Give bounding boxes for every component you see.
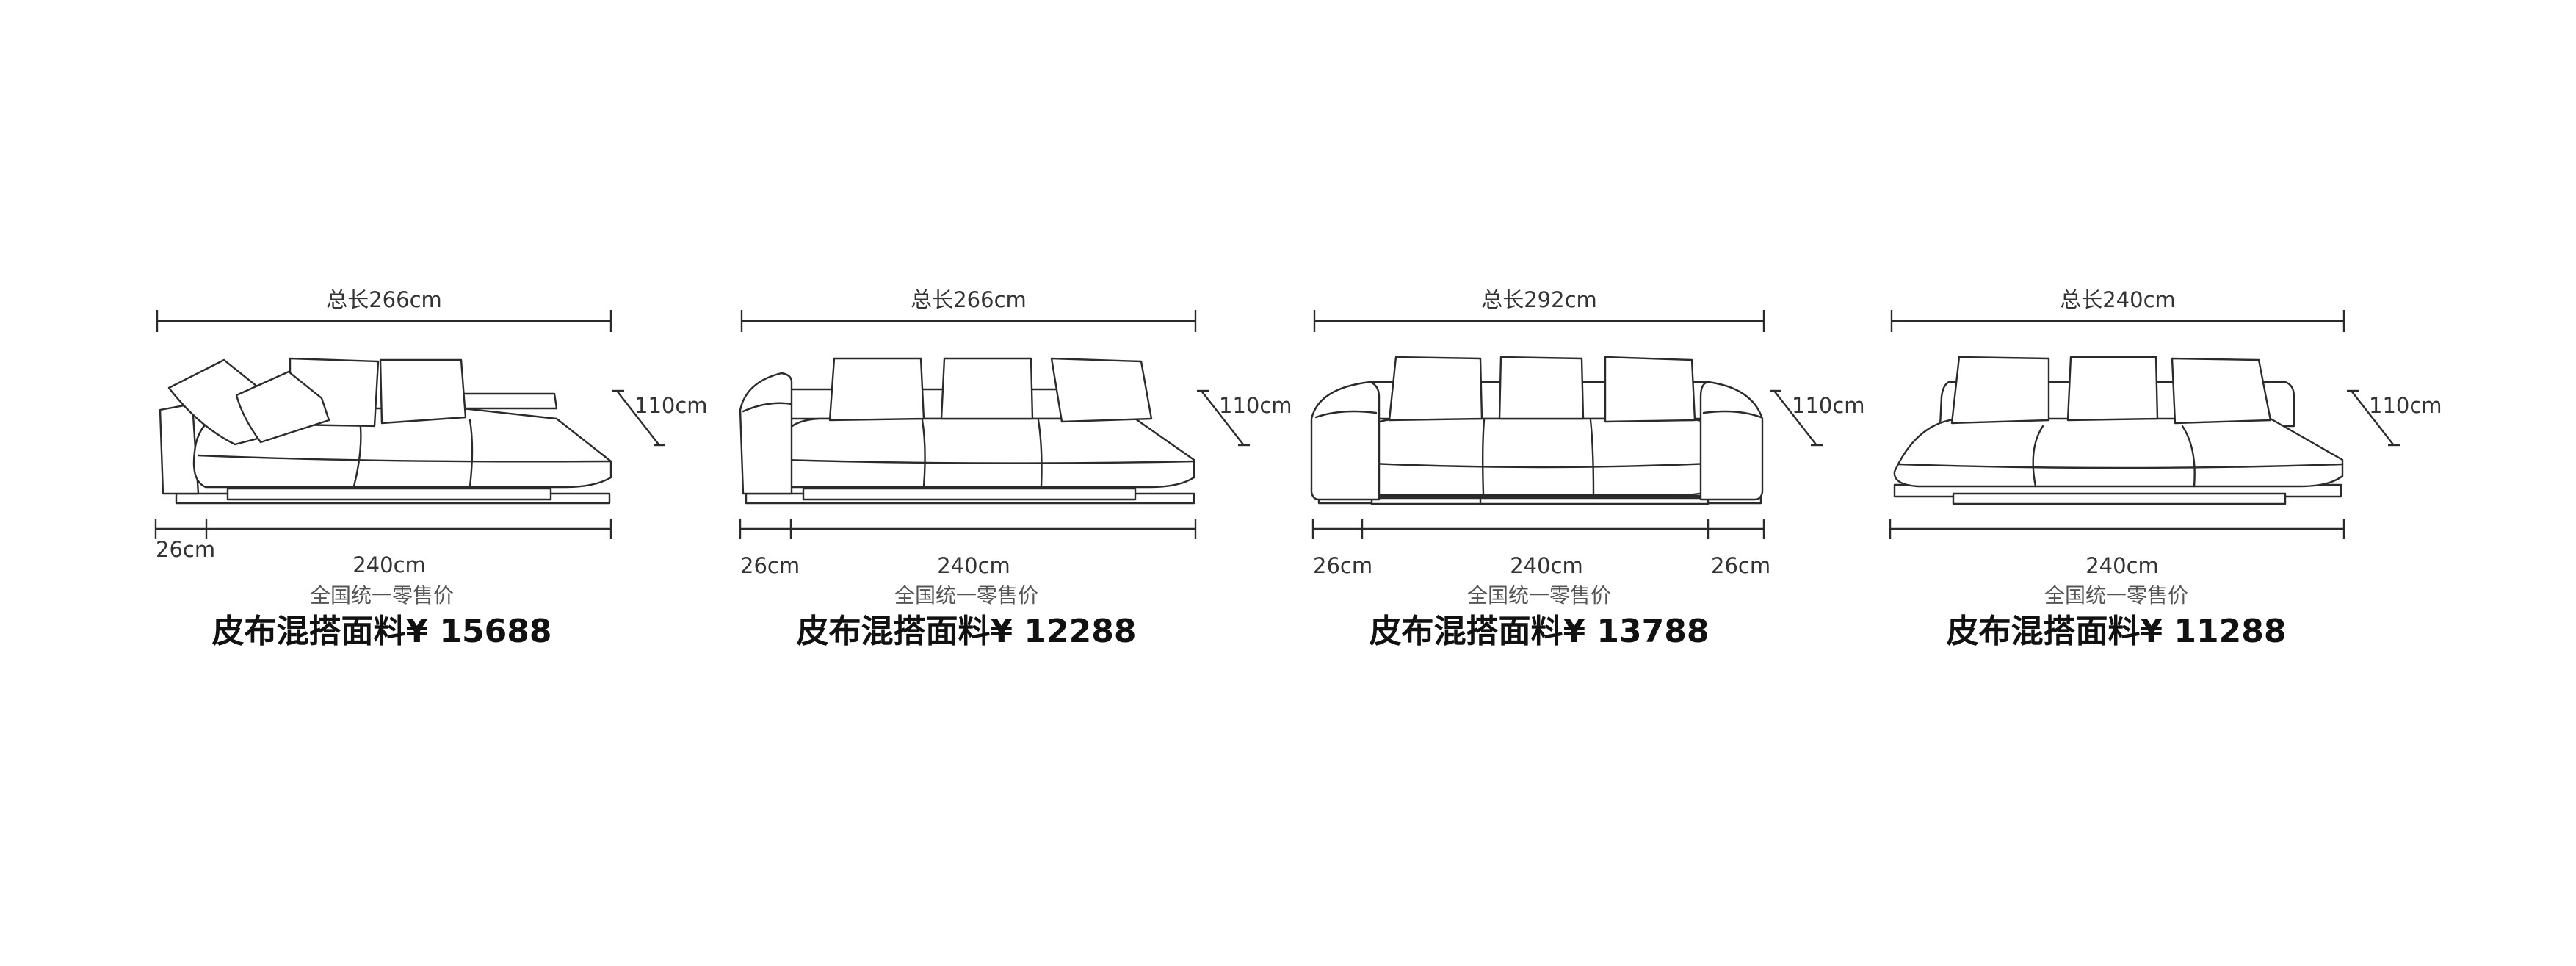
height-label: 110cm xyxy=(634,393,708,418)
product-card-3: 总长292cm 110cm 26cm 240cm 26cm 全国统一零售价 皮布… xyxy=(1310,279,1899,676)
price-note: 全国统一零售价 xyxy=(309,583,455,608)
sofa-diagram xyxy=(154,310,665,539)
price: 皮布混搭面料¥ 13788 xyxy=(1369,613,1710,650)
left-arm-label: 26cm xyxy=(1313,553,1373,578)
seat-width-label: 240cm xyxy=(1510,553,1583,578)
price: 皮布混搭面料¥ 11288 xyxy=(1946,613,2287,650)
price-note: 全国统一零售价 xyxy=(2044,583,2189,608)
sofa-diagram xyxy=(1889,310,2400,539)
product-card-1: 总长266cm 110cm 26cm 240cm 全国统一零售价 皮布混搭面料¥… xyxy=(154,279,742,676)
height-label: 110cm xyxy=(2369,393,2442,418)
left-arm-label: 26cm xyxy=(156,537,216,562)
sofa-diagram xyxy=(739,310,1250,539)
price: 皮布混搭面料¥ 12288 xyxy=(796,613,1137,650)
seat-width-label: 240cm xyxy=(2085,553,2159,578)
right-arm-label: 26cm xyxy=(1711,553,1771,578)
total-length-label: 总长266cm xyxy=(326,287,442,312)
price: 皮布混搭面料¥ 15688 xyxy=(211,613,552,650)
seat-width-label: 240cm xyxy=(352,552,426,577)
height-label: 110cm xyxy=(1792,393,1865,418)
total-length-label: 总长292cm xyxy=(1481,287,1597,312)
left-arm-label: 26cm xyxy=(740,553,800,578)
height-line xyxy=(616,390,659,445)
price-note: 全国统一零售价 xyxy=(894,583,1039,608)
price-note: 全国统一零售价 xyxy=(1466,583,1612,608)
total-length-label: 总长266cm xyxy=(911,287,1027,312)
product-card-2: 总长266cm 110cm 26cm 240cm 全国统一零售价 皮布混搭面料¥… xyxy=(739,279,1326,676)
sofa-diagram xyxy=(1310,310,1823,539)
seat-width-label: 240cm xyxy=(937,553,1010,578)
total-length-label: 总长240cm xyxy=(2060,287,2176,312)
product-card-4: 总长240cm 110cm 240cm 全国统一零售价 皮布混搭面料¥ 1128… xyxy=(1889,279,2476,676)
height-label: 110cm xyxy=(1219,393,1292,418)
